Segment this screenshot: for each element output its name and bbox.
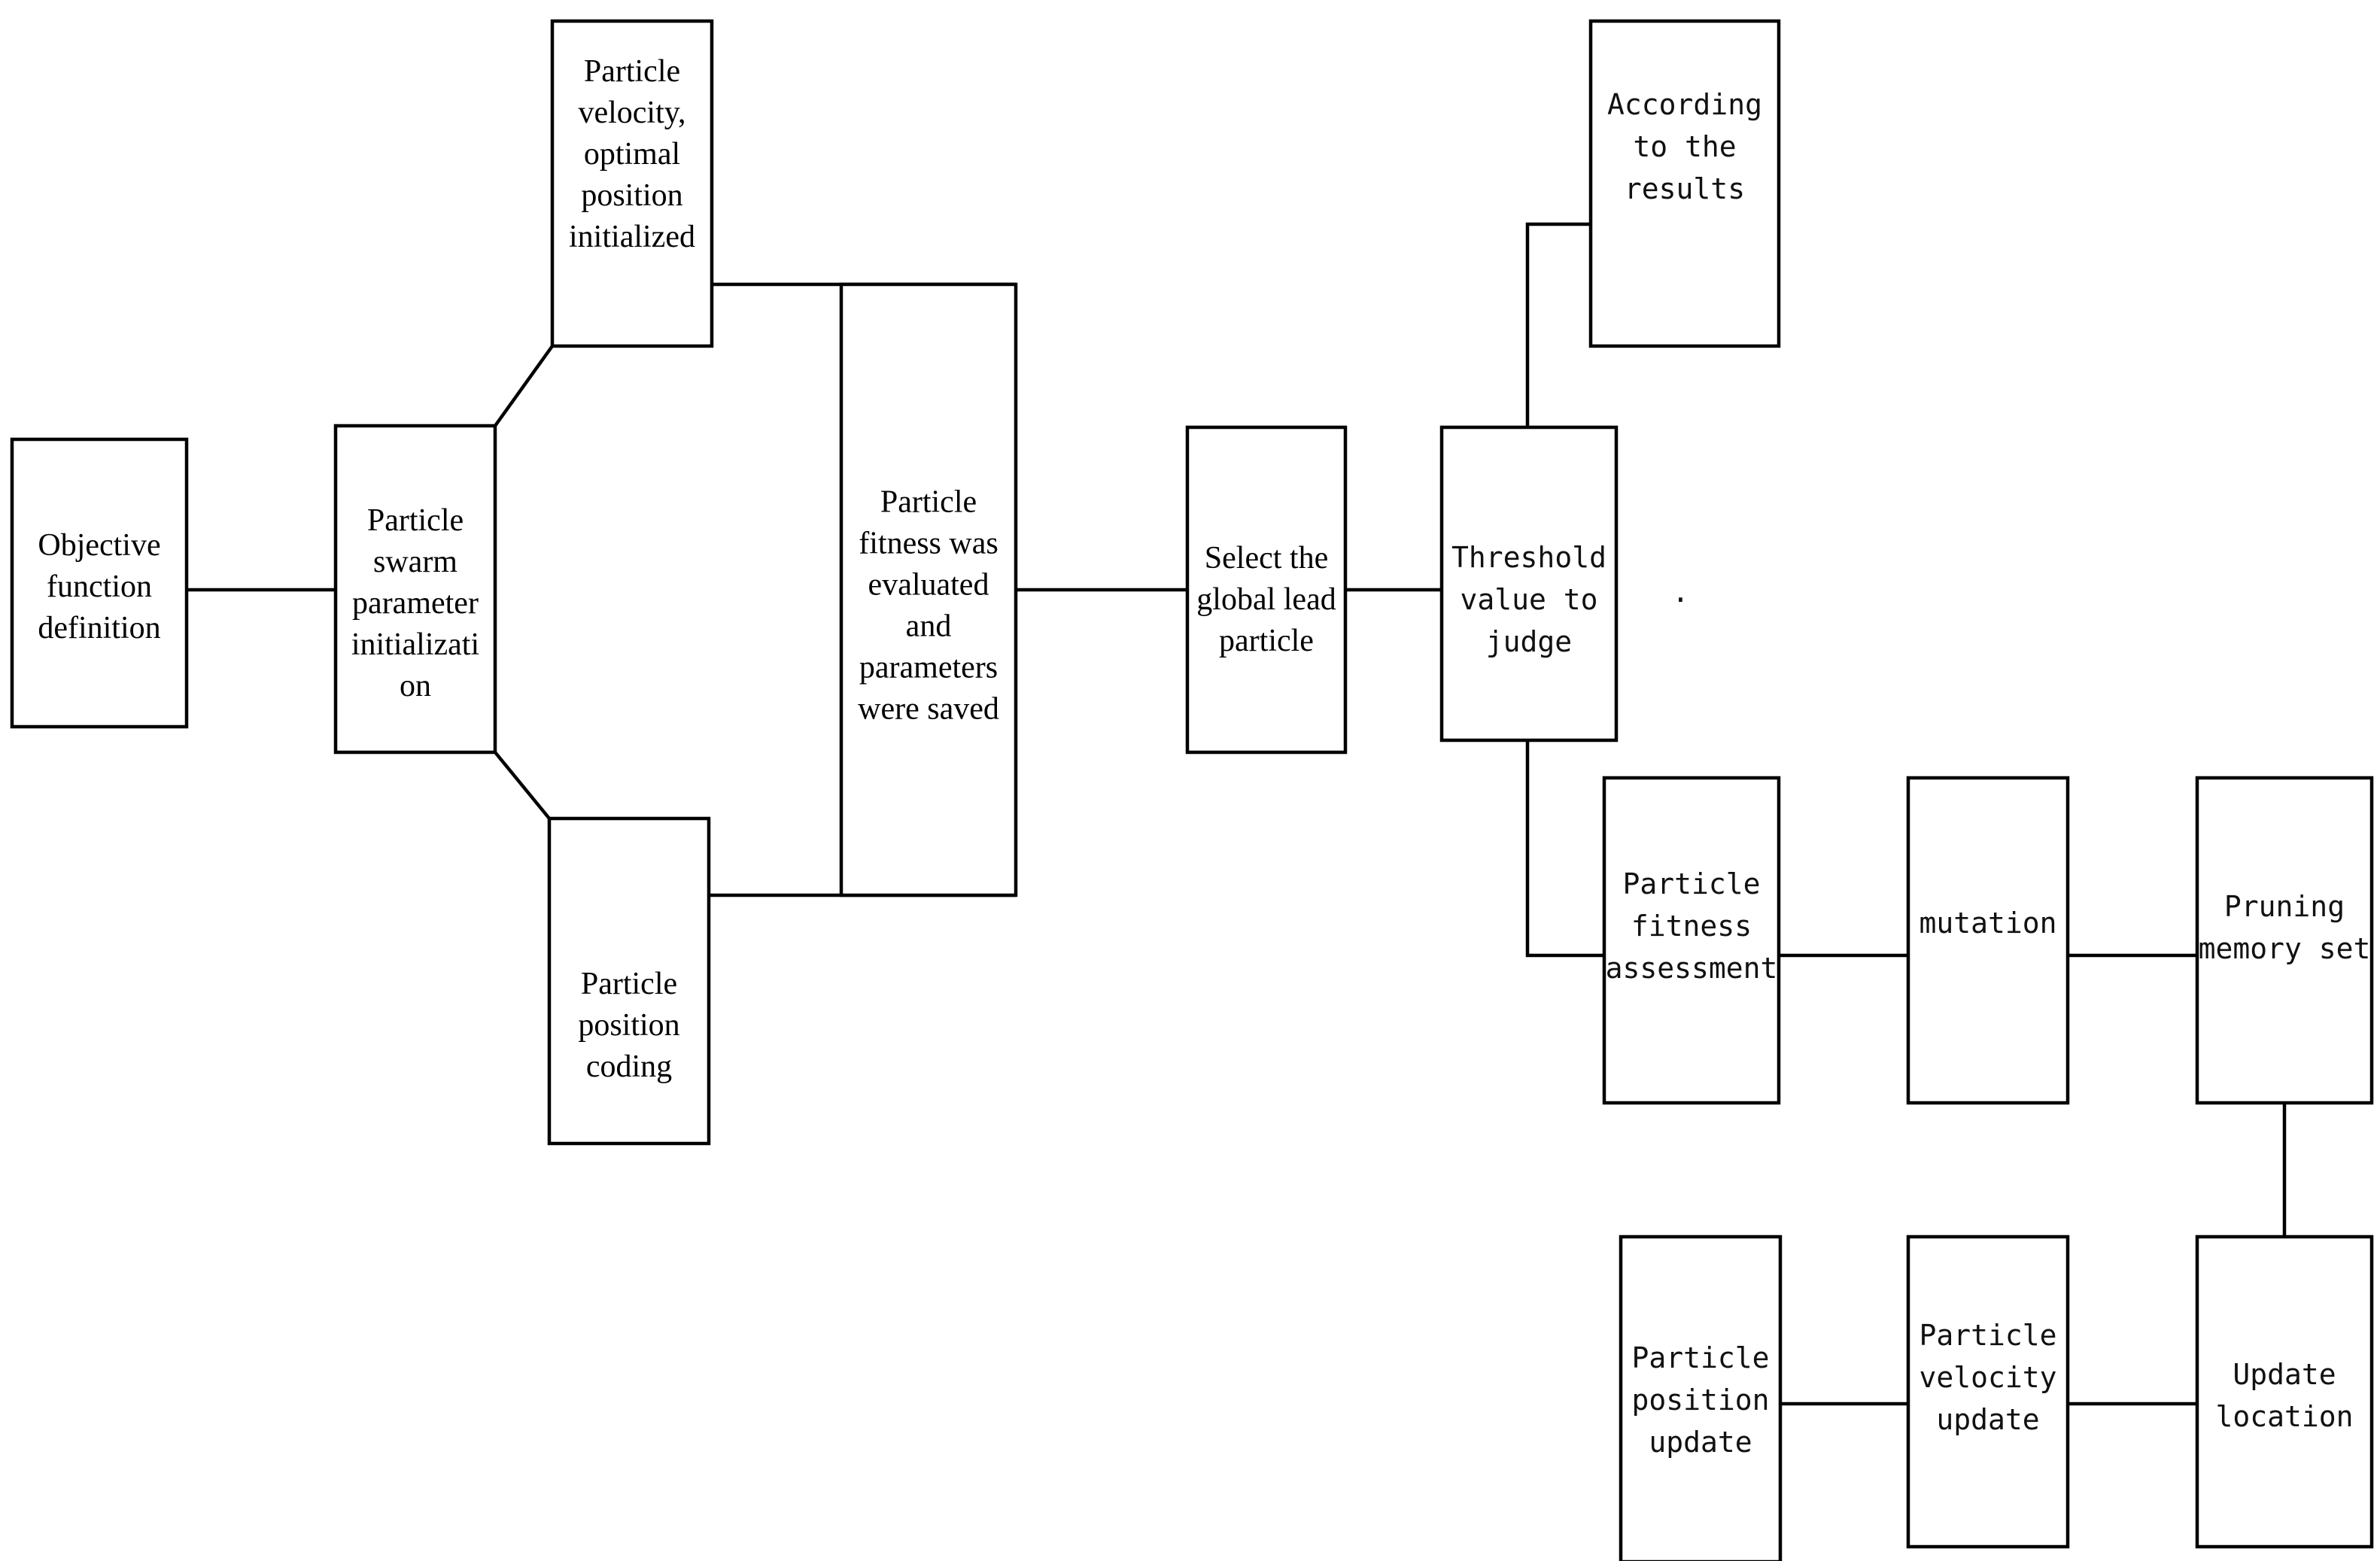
node-box: [333, 424, 497, 755]
node-label-line: location: [2215, 1400, 2353, 1433]
node-box: [1602, 776, 1781, 1105]
node-label-line: Particle: [581, 967, 677, 1001]
node-label-line: assessment: [1606, 952, 1778, 985]
node-label-line: and: [906, 609, 952, 644]
node-label-line: to the: [1633, 130, 1736, 163]
node-pruning: Pruning memory set: [2195, 776, 2374, 1105]
node-label-line: parameters: [859, 651, 998, 685]
node-label-line: position: [1631, 1383, 1769, 1417]
connector-line: [1525, 740, 1604, 958]
node-box: [1185, 425, 1348, 755]
node-label-line: optimal: [584, 137, 680, 172]
node-label-line: value to: [1460, 583, 1597, 616]
node-box: [839, 282, 1018, 897]
node-label-line: Pruning: [2224, 890, 2345, 923]
node-label-line: judge: [1486, 625, 1572, 658]
node-label-line: definition: [38, 611, 160, 645]
node-label-line: Particle: [1919, 1319, 2056, 1352]
node-box: [547, 816, 711, 1146]
node-label-line: evaluated: [868, 568, 989, 603]
node-label-line: update: [1649, 1426, 1752, 1459]
node-label-line: Particle: [1622, 867, 1760, 900]
connector-line: [1525, 222, 1591, 427]
connector-line: [494, 751, 551, 820]
node-label-line: mutation: [1919, 907, 2056, 940]
node-label-line: update: [1936, 1403, 2039, 1436]
node-label-line: initialized: [569, 220, 695, 254]
node-velocity-init: Particle velocity, optimal position initiali…: [550, 19, 714, 348]
node-box: [1906, 1235, 2070, 1549]
node-label-line: position: [578, 1008, 679, 1043]
node-label-line: Threshold: [1451, 541, 1606, 574]
node-position-coding: Particle position coding: [547, 816, 711, 1146]
node-box: [1906, 776, 2070, 1105]
node-objective: Objective function definition: [10, 437, 189, 729]
boxes: ObjectivefunctiondefinitionParticleswarm…: [10, 19, 2374, 1561]
node-label-line: Select the: [1205, 541, 1328, 576]
node-position-update: Particle position update: [1619, 1235, 1783, 1561]
node-box: [10, 437, 189, 729]
node-label-line: initializati: [351, 627, 479, 662]
node-box: [1588, 19, 1781, 348]
node-box: [1619, 1235, 1783, 1561]
node-label-line: position: [581, 178, 682, 213]
node-label-line: coding: [586, 1049, 672, 1084]
node-label-line: parameter: [352, 586, 479, 621]
node-label-line: velocity: [1919, 1361, 2056, 1394]
node-label-line: According: [1607, 88, 1762, 121]
node-box: [1439, 425, 1619, 743]
node-label-line: Particle: [584, 54, 680, 89]
node-box: [2195, 1235, 2374, 1549]
node-label-line: global lead: [1196, 582, 1336, 617]
node-label-line: fitness: [1631, 910, 1752, 943]
node-label-line: Objective: [38, 528, 160, 563]
node-results: According to the results: [1588, 19, 1781, 348]
node-label-line: Particle: [880, 485, 977, 520]
node-label-line: memory set: [2199, 932, 2371, 965]
node-label-line: Update: [2233, 1358, 2336, 1391]
node-label-line: on: [400, 669, 431, 703]
node-fitness-eval: Particle fitness was evaluated and parameter…: [839, 282, 1018, 897]
node-label-line: particle: [1219, 624, 1314, 658]
node-label-line: swarm: [373, 545, 457, 579]
node-label-line: results: [1625, 172, 1745, 205]
node-label-line: velocity,: [578, 96, 685, 130]
node-swarm-init: Particle swarm parameter initializati on: [333, 424, 497, 755]
node-threshold: Threshold value to judge: [1439, 425, 1619, 743]
node-label-line: Particle: [367, 503, 464, 538]
stray-dot: .: [1672, 576, 1689, 609]
node-velocity-update: Particle velocity update: [1906, 1235, 2070, 1549]
node-fitness-assess: Particle fitness assessment: [1602, 776, 1781, 1105]
node-update-location: Update location: [2195, 1235, 2374, 1549]
node-label-line: were saved: [858, 692, 999, 727]
node-mutation: mutation: [1906, 776, 2070, 1105]
connector-line: [494, 345, 554, 427]
node-label-line: fitness was: [859, 527, 998, 561]
node-box: [2195, 776, 2374, 1105]
node-label-line: function: [47, 569, 152, 604]
node-box: [550, 19, 714, 348]
node-select-leader: Select the global lead particle: [1185, 425, 1348, 755]
node-label-line: Particle: [1631, 1341, 1769, 1374]
